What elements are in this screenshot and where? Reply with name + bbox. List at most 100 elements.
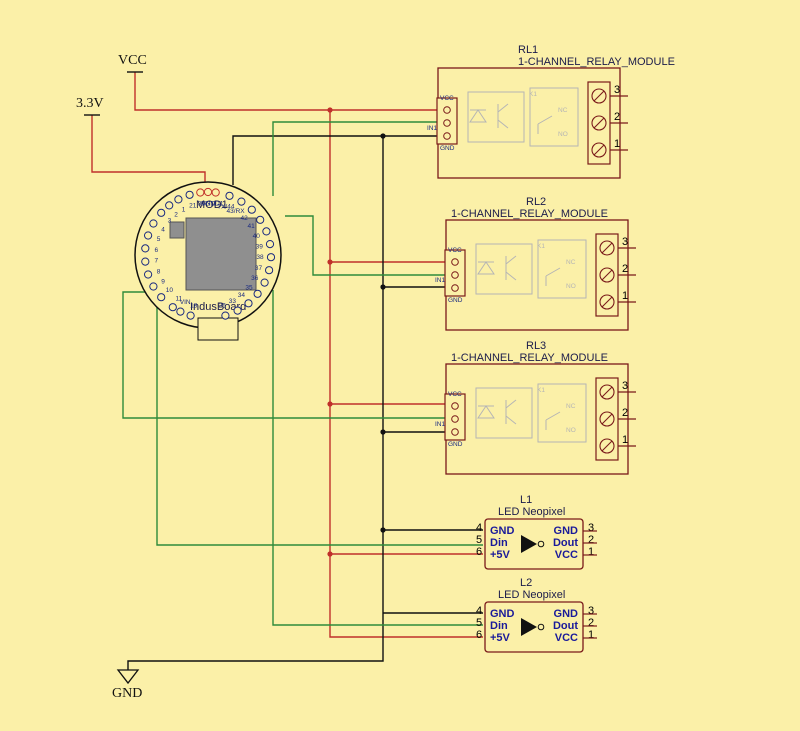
- in1-rl2-wire: [285, 215, 452, 276]
- optocoupler: [475, 243, 533, 295]
- led-name: LED Neopixel: [498, 506, 565, 518]
- mcu-name: IndusBoard: [190, 301, 246, 313]
- mcu-pin-label: 38: [256, 254, 264, 261]
- relay-name: 1-CHANNEL_RELAY_MODULE: [451, 208, 608, 220]
- relay-modules: RL11-CHANNEL_RELAY_MODULEVCCIN1GNDK1NCNO…: [427, 44, 675, 475]
- led-right-pin: Dout: [553, 537, 578, 549]
- terminal-number: 2: [622, 407, 628, 419]
- mcu-pin-label: 7: [154, 258, 158, 265]
- mcu-pin-pad: [260, 278, 269, 287]
- relay-pin: [443, 132, 451, 140]
- mcu-pin-label: 21: [189, 203, 197, 210]
- led-right-num: 3: [588, 522, 594, 534]
- mcu-pin-pad: [196, 188, 205, 197]
- mcu-pin-label: 4: [161, 226, 165, 233]
- relay-ref: RL2: [526, 196, 546, 208]
- relay-name: 1-CHANNEL_RELAY_MODULE: [518, 56, 675, 68]
- optocoupler: [475, 387, 533, 439]
- led-left-pin: Din: [490, 537, 508, 549]
- relay-pin: [451, 415, 459, 423]
- mcu-pin-label: 34: [238, 292, 246, 299]
- relay-nc: NC: [558, 107, 568, 114]
- led-right-pin: GND: [554, 608, 579, 620]
- mcu-pin-label: 6: [154, 247, 158, 254]
- mcu-pin-label: 43/RX: [227, 208, 246, 215]
- relay-no: NO: [566, 427, 576, 434]
- mcu-pin-pad: [141, 257, 150, 266]
- led-right-num: 2: [588, 534, 594, 546]
- terminal-number: 2: [614, 111, 620, 123]
- svg-text:3.3V: 3.3V: [76, 96, 104, 111]
- relay-pin-gnd: GND: [448, 297, 463, 304]
- led-arrow-icon: [521, 618, 537, 636]
- mcu-pin-label: 41: [247, 223, 255, 230]
- relay-module-3: RL31-CHANNEL_RELAY_MODULEVCCIN1GNDK1NCNO…: [435, 340, 636, 475]
- vcc-bus: [329, 110, 483, 638]
- relay-nc: NC: [566, 403, 576, 410]
- mcu-pin-label: 8: [157, 268, 161, 275]
- relay-pin: [451, 258, 459, 266]
- relay-nc: NC: [566, 259, 576, 266]
- led-right-pin: VCC: [555, 632, 578, 644]
- relay-pin: [451, 271, 459, 279]
- led-arrow-icon: [521, 535, 537, 553]
- mcu-pin-pad: [237, 197, 246, 206]
- mcu-pin-pad: [174, 195, 183, 204]
- mcu-pin-label: 40: [253, 233, 261, 240]
- relay-ref: RL3: [526, 340, 546, 352]
- led-left-num: 4: [476, 605, 482, 617]
- led-ref: L2: [520, 577, 532, 589]
- mcu-pin-pad: [168, 303, 177, 312]
- mcu-pin-pad: [165, 201, 174, 210]
- relay-pin: [451, 402, 459, 410]
- relay-pin: [443, 106, 451, 114]
- led-left-pin: Din: [490, 620, 508, 632]
- mcu-pin-pad: [149, 282, 158, 291]
- vcc-wire: [134, 72, 450, 111]
- mcu-pin-pad: [157, 293, 166, 302]
- mcu-pin-label: 9: [161, 278, 165, 285]
- mcu-pin-label: GND: [201, 200, 216, 207]
- led-right-pin: GND: [554, 525, 579, 537]
- mcu-pin-pad: [149, 219, 158, 228]
- led-left-num: 4: [476, 522, 482, 534]
- mcu-pin-label: 3: [168, 218, 172, 225]
- vcc-symbol: VCC: [118, 53, 147, 73]
- junction-dots: [327, 107, 386, 557]
- mcu-pin-pad: [253, 289, 262, 298]
- mcu-pin-label: 18: [190, 302, 198, 309]
- mcu-pin-pad: [265, 266, 274, 275]
- relay-pin-gnd: GND: [440, 145, 455, 152]
- relay-coil: [537, 383, 587, 443]
- wires: [91, 72, 483, 670]
- gnd-bus: [232, 135, 450, 185]
- led-right-num: 1: [588, 546, 594, 558]
- mcu-pin-label: 11: [176, 295, 183, 302]
- mcu-pin-pad: [262, 227, 271, 236]
- led-right-num: 1: [588, 629, 594, 641]
- mcu-pin-pad: [157, 208, 166, 217]
- mcu-pin-label: 3V: [198, 201, 207, 208]
- mcu-pin-pad: [144, 270, 153, 279]
- gnd-symbol: GND: [112, 669, 142, 701]
- relay-k1: K1: [529, 91, 537, 98]
- mcu-pin-pad: [144, 231, 153, 240]
- terminal-number: 3: [622, 236, 628, 248]
- relay-pin: [451, 428, 459, 436]
- relay-pin-in1: IN1: [435, 277, 446, 284]
- led-left-pin: GND: [490, 608, 515, 620]
- relay-k1: K1: [537, 243, 545, 250]
- led-left-num: 6: [476, 629, 482, 641]
- led-ref: L1: [520, 494, 532, 506]
- relay-pin-vcc: VCC: [440, 95, 454, 102]
- din-l1-wire: [156, 306, 483, 546]
- svg-text:GND: GND: [112, 686, 142, 701]
- mcu-pin-pad: [141, 244, 150, 253]
- relay-pin-vcc: VCC: [448, 391, 462, 398]
- relay-no: NO: [558, 131, 568, 138]
- led-right-pin: VCC: [555, 549, 578, 561]
